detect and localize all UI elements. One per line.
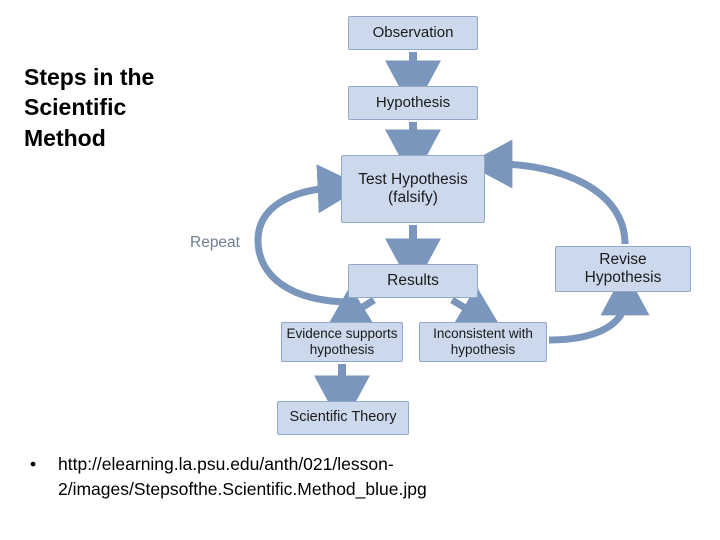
node-scientific-theory: Scientific Theory (277, 401, 409, 435)
node-scientific-theory-label: Scientific Theory (289, 409, 397, 426)
arrow-results-to-inconsistent (450, 286, 503, 331)
node-evidence-supports-hypothesis: Evidence supports hypothesis (281, 322, 403, 362)
caption-bullet: • (30, 454, 37, 474)
caption: • http://elearning.la.psu.edu/anth/021/l… (30, 452, 590, 502)
node-evidence-label-line2: hypothesis (309, 342, 375, 357)
node-test-hypothesis-label-line1: Test Hypothesis (358, 170, 468, 188)
arrow-inconsistent-to-revise (548, 269, 650, 344)
arrow-results-to-evidence (324, 286, 377, 331)
node-test-hypothesis-label-line2: (falsify) (388, 189, 438, 206)
node-revise-label-line1: Revise (599, 250, 647, 268)
node-observation: Observation (348, 16, 478, 50)
node-inconsistent-label-line2: hypothesis (450, 342, 516, 357)
repeat-label: Repeat (190, 234, 240, 251)
arrow-repeat-loop (254, 164, 364, 306)
page-title: Steps in the Scientific Method (24, 64, 155, 151)
arrow-revise-to-test (466, 139, 629, 245)
node-evidence-label-line1: Evidence supports (286, 326, 398, 342)
node-revise-label-line2: Hypothesis (584, 269, 662, 286)
caption-text: http://elearning.la.psu.edu/anth/021/les… (58, 454, 427, 499)
node-results: Results (348, 264, 478, 298)
node-hypothesis-label: Hypothesis (375, 94, 451, 112)
node-observation-label: Observation (372, 24, 454, 42)
node-inconsistent-label-line1: Inconsistent with (433, 326, 533, 342)
node-test-hypothesis: Test Hypothesis (falsify) (341, 155, 485, 223)
node-revise-hypothesis: Revise Hypothesis (555, 246, 691, 292)
node-results-label: Results (387, 271, 439, 289)
node-hypothesis: Hypothesis (348, 86, 478, 120)
node-inconsistent-with-hypothesis: Inconsistent with hypothesis (419, 322, 547, 362)
